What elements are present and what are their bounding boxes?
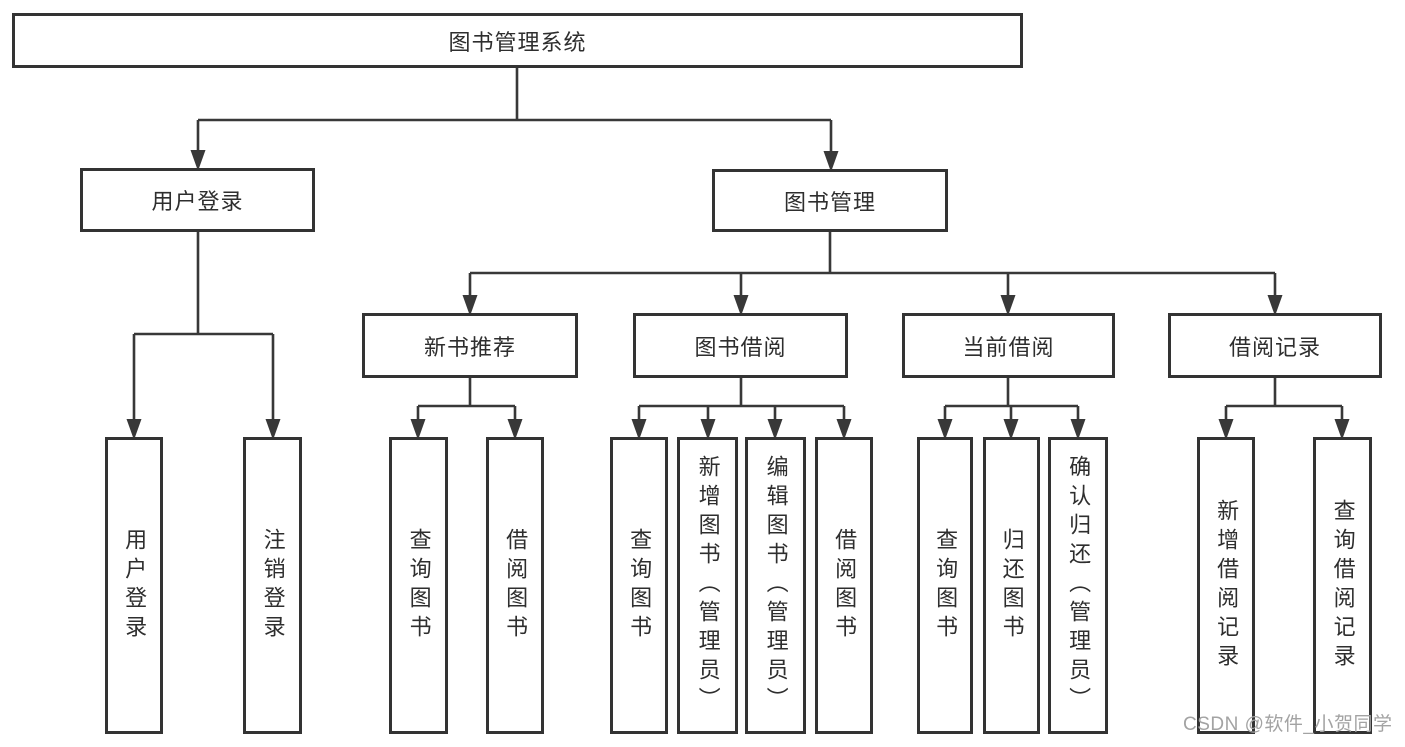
node-label: 查询图书 <box>406 527 432 644</box>
leaf-query-books-current: 查询图书 <box>917 437 973 734</box>
leaf-query-books-recommend: 查询图书 <box>389 437 448 734</box>
node-label: 注销登录 <box>260 527 286 644</box>
node-borrowing-records: 借阅记录 <box>1168 313 1382 378</box>
connector-borrow-record-branch <box>1224 378 1344 420</box>
node-label: 借阅记录 <box>1228 334 1321 360</box>
node-label: 图书管理 <box>783 189 876 215</box>
node-label: 用户登录 <box>151 189 244 214</box>
node-label: 当前借阅 <box>962 334 1055 360</box>
node-label: 编辑图书（管理员） <box>763 455 789 716</box>
connector-book-mgmt-branch <box>468 232 1277 296</box>
csdn-watermark: CSDN @软件_小贺同学 <box>1183 714 1393 735</box>
node-label: 归还图书 <box>999 527 1025 644</box>
leaf-borrow-books-recommend: 借阅图书 <box>486 437 544 734</box>
leaf-confirm-return-admin: 确认归还（管理员） <box>1048 437 1108 734</box>
connector-book-borrow-branch <box>637 378 846 420</box>
node-current-borrowing: 当前借阅 <box>902 313 1115 378</box>
leaf-edit-book-admin: 编辑图书（管理员） <box>745 437 806 734</box>
node-label: 新书推荐 <box>423 334 516 360</box>
leaf-query-books-borrowing: 查询图书 <box>610 437 668 734</box>
leaf-add-book-admin: 新增图书（管理员） <box>677 437 738 734</box>
leaf-add-borrow-record: 新增借阅记录 <box>1197 437 1255 734</box>
node-label: 查询图书 <box>627 527 653 644</box>
leaf-borrow-books-borrowing: 借阅图书 <box>815 437 873 734</box>
connector-current-borrow-branch <box>943 378 1080 420</box>
connector-user-login-branch <box>132 232 275 420</box>
node-label: 新增图书（管理员） <box>695 455 721 716</box>
node-label: 查询图书 <box>933 527 959 644</box>
node-book-borrowing: 图书借阅 <box>633 313 848 378</box>
connector-root-to-level2 <box>196 68 833 152</box>
node-book-management: 图书管理 <box>712 169 948 232</box>
node-label: 查询借阅记录 <box>1330 498 1356 673</box>
connector-new-book-rec-branch <box>416 378 517 420</box>
arrowheads <box>126 150 1350 440</box>
leaf-return-book: 归还图书 <box>983 437 1040 734</box>
node-label: 图书借阅 <box>694 334 787 360</box>
node-label: 确认归还（管理员） <box>1066 455 1092 716</box>
node-label: 借阅图书 <box>832 527 858 644</box>
leaf-query-borrow-record: 查询借阅记录 <box>1313 437 1372 734</box>
node-user-login: 用户登录 <box>80 168 315 232</box>
node-new-book-recommend: 新书推荐 <box>362 313 578 378</box>
node-label: 借阅图书 <box>503 527 529 644</box>
node-label: 用户登录 <box>122 527 148 644</box>
node-label: 图书管理系统 <box>448 29 587 55</box>
leaf-logout: 注销登录 <box>243 437 302 734</box>
node-label: 新增借阅记录 <box>1214 498 1240 673</box>
node-root-system: 图书管理系统 <box>12 13 1023 68</box>
leaf-user-login: 用户登录 <box>105 437 163 734</box>
